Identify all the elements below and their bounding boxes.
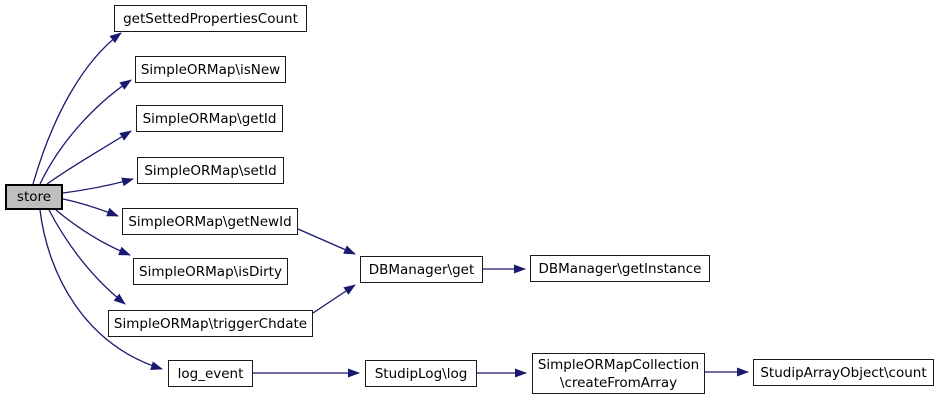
edge-store-getnewid — [62, 198, 119, 217]
node-simpleormap-isnew[interactable]: SimpleORMap\isNew — [135, 56, 286, 83]
node-store: store — [5, 184, 63, 210]
node-simpleormap-isdirty[interactable]: SimpleORMap\isDirty — [133, 258, 288, 285]
node-dbmanager-get[interactable]: DBManager\get — [360, 256, 483, 283]
node-studiplog-log[interactable]: StudipLog\log — [365, 360, 477, 387]
node-get-setted-properties-count[interactable]: getSettedPropertiesCount — [114, 5, 307, 32]
node-simpleormap-getnewid[interactable]: SimpleORMap\getNewId — [122, 208, 298, 235]
edge-store-triggerchdate — [48, 209, 126, 305]
node-simpleormapcollection-createfromarray[interactable]: SimpleORMapCollection \createFromArray — [532, 353, 705, 394]
node-simpleormap-setid[interactable]: SimpleORMap\setId — [137, 157, 284, 184]
edge-store-isnew — [39, 79, 132, 185]
node-simpleormap-getid[interactable]: SimpleORMap\getId — [136, 105, 283, 132]
edge-store-logevent — [39, 209, 163, 371]
node-simpleormap-triggerchdate[interactable]: SimpleORMap\triggerChdate — [108, 310, 313, 337]
node-log-event[interactable]: log_event — [168, 360, 253, 387]
edge-store-setid — [62, 177, 134, 194]
node-dbmanager-getinstance[interactable]: DBManager\getInstance — [530, 255, 710, 282]
edge-triggerchdate-dbget — [312, 284, 356, 314]
node-studiparrayobject-count[interactable]: StudipArrayObject\count — [753, 359, 934, 386]
edge-store-getid — [46, 130, 132, 185]
edge-getnewid-dbget — [297, 228, 356, 255]
edge-store-getsettedpropertiescount — [32, 32, 122, 185]
edge-store-isdirty — [55, 209, 131, 256]
